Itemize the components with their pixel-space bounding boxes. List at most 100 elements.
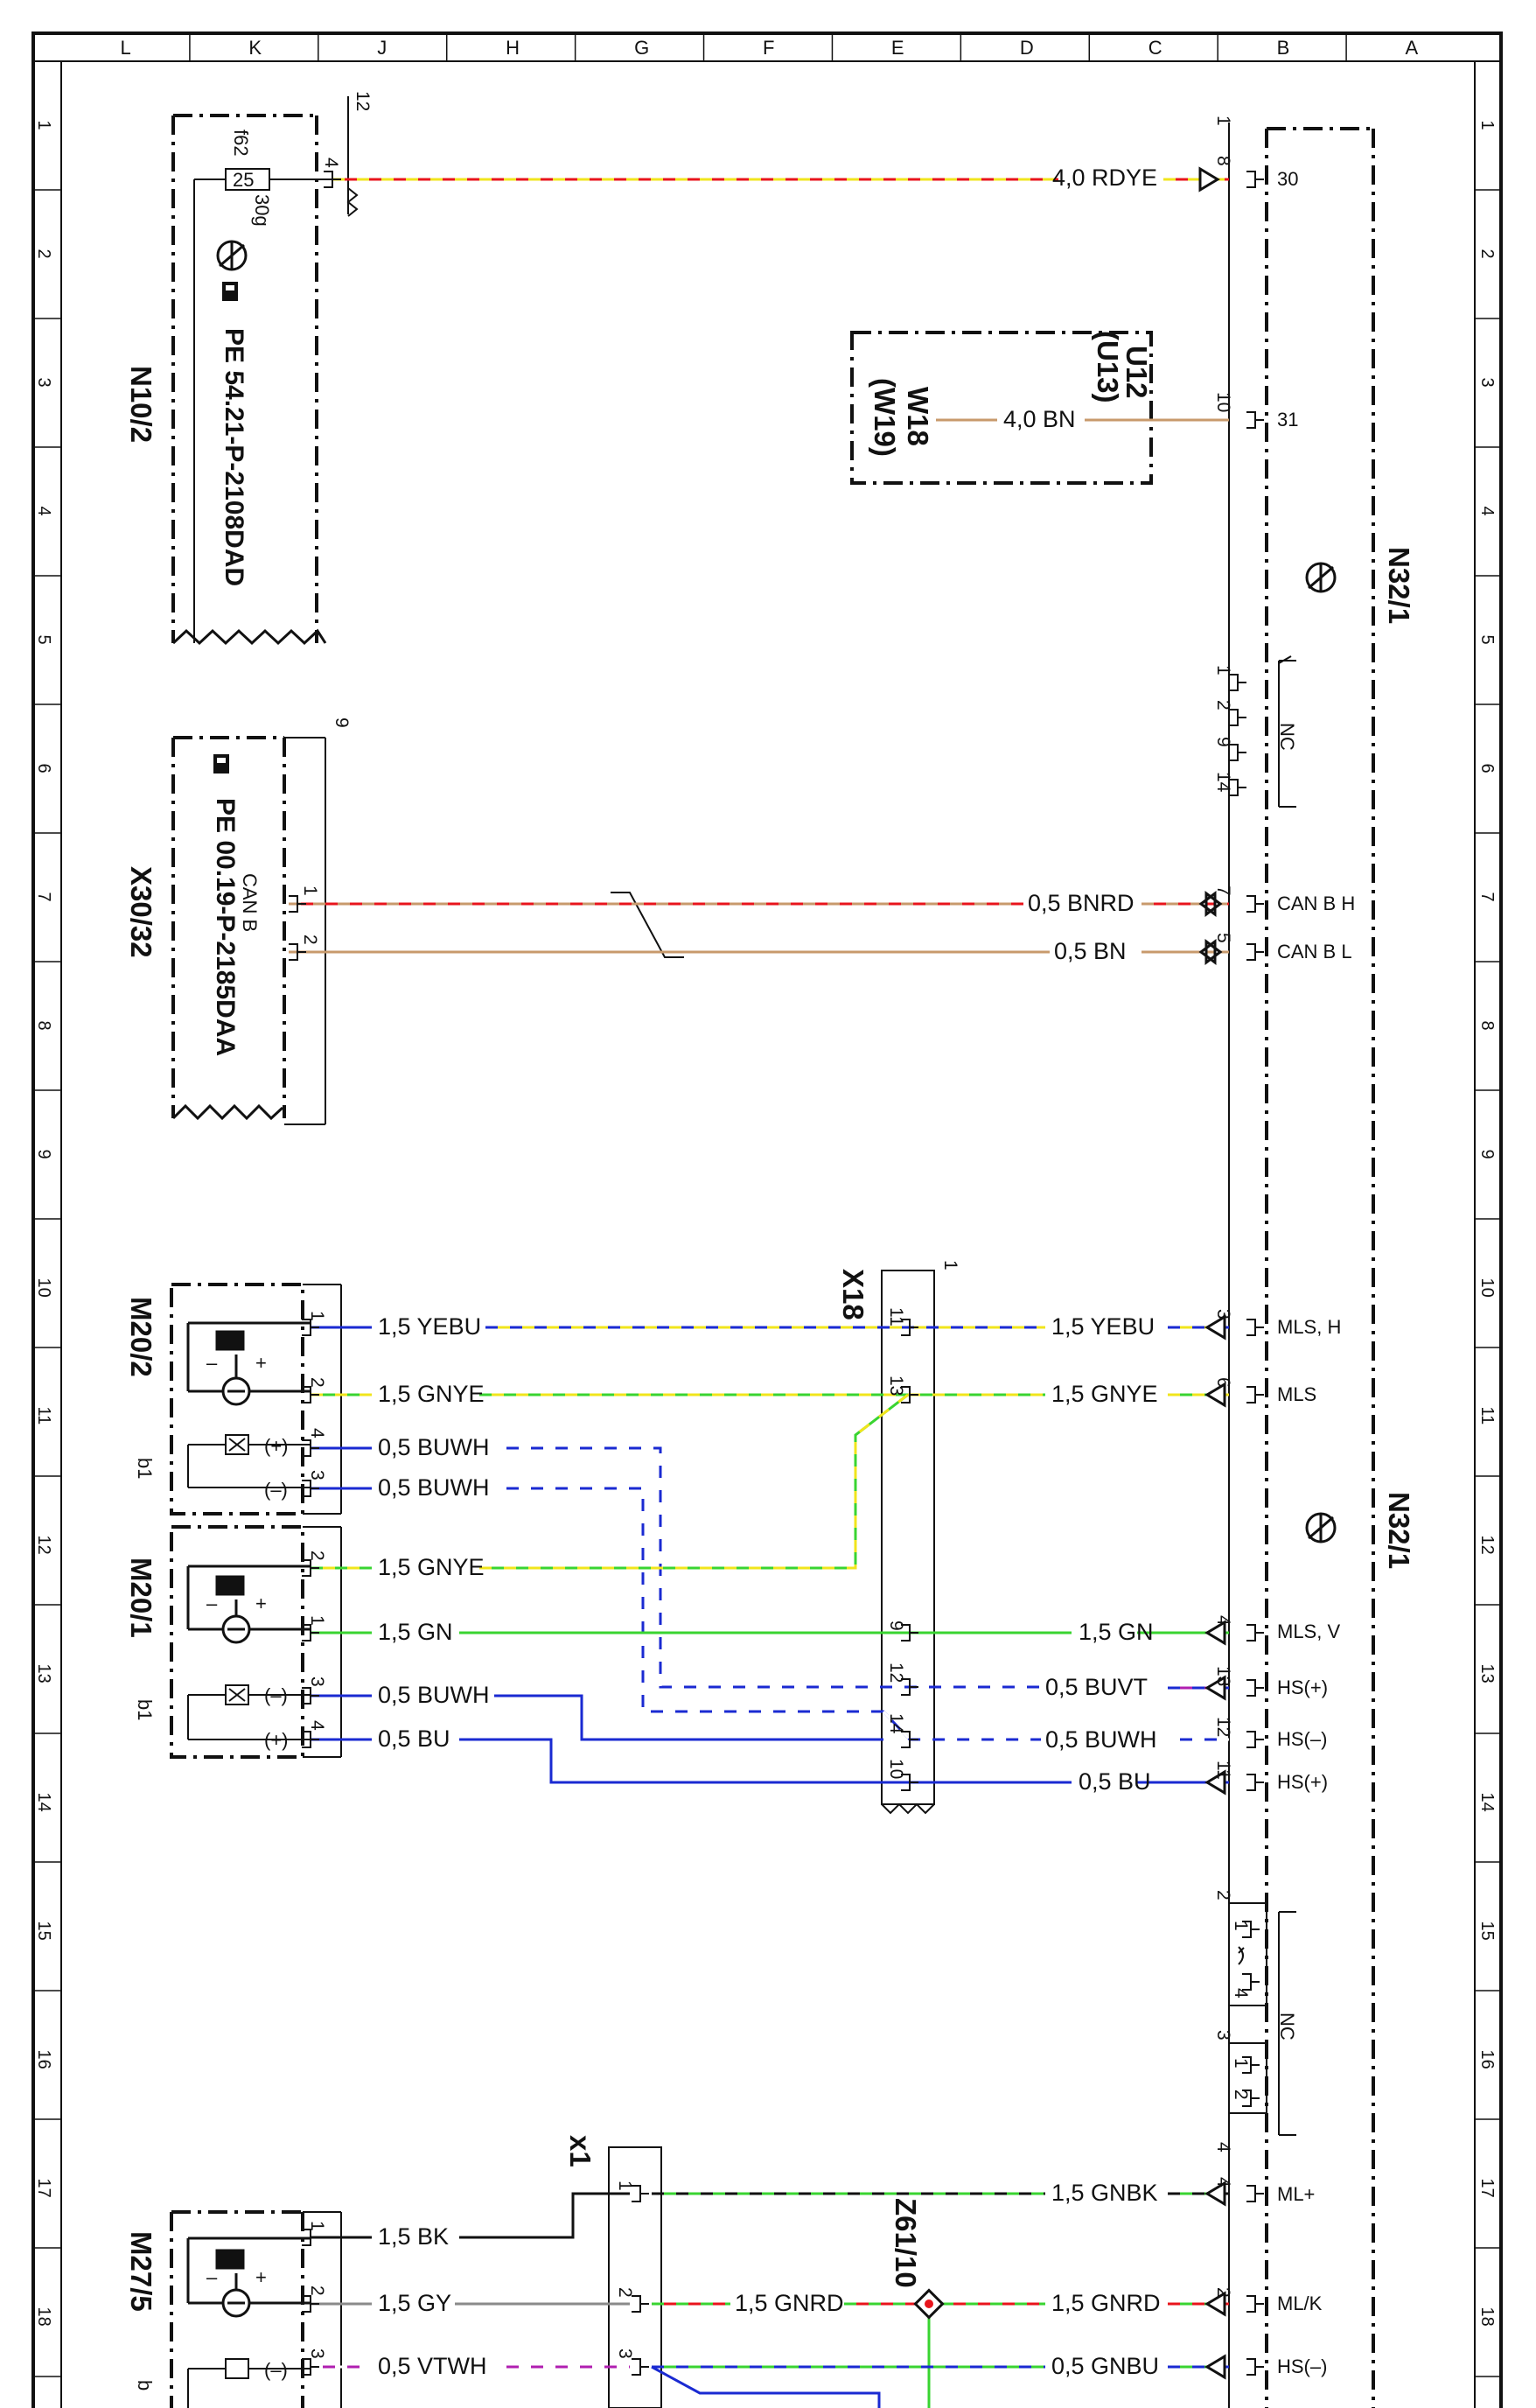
w18-label: W18 <box>902 387 934 446</box>
row-label-left: 10 <box>34 1278 53 1298</box>
zone-label: E <box>891 37 904 59</box>
x1-label: x1 <box>564 2135 597 2167</box>
arrow-30 <box>1198 166 1220 192</box>
wire-label-bu-left: 0,5 BU <box>378 1726 450 1752</box>
splice-z61-10[interactable] <box>913 2288 945 2320</box>
nc-box-2 <box>1228 2042 1267 2114</box>
pin-number-p10: 10 <box>1213 392 1233 412</box>
row-label-right: 18 <box>1477 2307 1497 2327</box>
wire-buwh1 <box>494 1446 1045 1689</box>
n32-1-label-top: N32/1 <box>1383 547 1415 624</box>
wire-label-gnye-3: 1,5 GNYE <box>378 1554 485 1580</box>
pin-number-nc2b: 2 <box>1231 2090 1251 2100</box>
zone-label: A <box>1406 37 1419 59</box>
wire-label-bn40: 4,0 BN <box>1003 406 1076 432</box>
row-label-left: 5 <box>34 635 53 645</box>
x30-32-doc-ref[interactable]: PE 00.19-P-2185DAA <box>211 798 240 1056</box>
w19-label: (W19) <box>869 378 901 457</box>
zone-label: C <box>1149 37 1162 59</box>
pin-number-m1_1: 1 <box>307 1615 327 1626</box>
row-label-left: 1 <box>34 121 53 130</box>
n32-pin-stub-0 <box>1246 171 1264 188</box>
pin-number-x18_14: 14 <box>886 1713 906 1734</box>
pin-number-m2_2: 2 <box>307 1377 327 1388</box>
row-label-left: 3 <box>34 378 53 388</box>
m20-1-box[interactable] <box>170 1525 304 1759</box>
pin-number-p1a: 1 <box>1213 665 1233 676</box>
row-label-right: 4 <box>1477 507 1497 516</box>
row-grid-ticks <box>33 189 1501 2377</box>
minus-m20-1: – <box>206 1592 218 1614</box>
u12-box[interactable] <box>850 331 1153 485</box>
drawing-frame <box>31 32 1503 2408</box>
signal-ml-k: ML/K <box>1277 2292 1323 2314</box>
nc-stub-1 <box>1229 674 1246 691</box>
m20-2-pin-stub-2 <box>302 1439 319 1457</box>
x30-pin-stub-2 <box>289 943 306 961</box>
wire-label-buwh-right: 0,5 BUWH <box>1045 1726 1157 1753</box>
fuse-rating: 25 <box>233 169 254 191</box>
minus-m20-2: – <box>206 1352 218 1374</box>
signal-hs-minus: HS(–) <box>1277 1728 1327 1750</box>
row-label-right: 13 <box>1477 1664 1497 1684</box>
row-label-left: 9 <box>34 1150 53 1159</box>
x18-pin-stub-1 <box>901 1386 918 1404</box>
fuse-name: f62 <box>230 130 252 157</box>
m27-5-pin-stub-0 <box>302 2229 319 2246</box>
arrow-into-n32-6 <box>1204 2291 1226 2317</box>
wire-blue-bottom <box>651 2365 881 2408</box>
pin-number-n_2b: 2 <box>1213 2287 1233 2298</box>
fuse-f62[interactable] <box>193 168 332 643</box>
n10-pin-stub <box>324 171 341 188</box>
wire-label-yebu-right: 1,5 YEBU <box>1051 1313 1155 1340</box>
m20-2-box[interactable] <box>170 1283 304 1516</box>
arrow-into-n32-2 <box>1204 1620 1226 1646</box>
zone-label: L <box>120 37 130 59</box>
pin-number-nc4: 4 <box>1231 1988 1251 1998</box>
pin-number-x1_1: 1 <box>615 2180 635 2191</box>
x18-connector[interactable] <box>881 1270 935 1805</box>
ground-icon-bottom <box>1305 1512 1337 1544</box>
wire-gnye3 <box>479 1393 909 1570</box>
nc-stub-8 <box>1242 2090 1260 2107</box>
n10-2-box[interactable] <box>171 114 318 643</box>
wire-label-buwh-1: 0,5 BUWH <box>378 1434 490 1460</box>
row-label-left: 8 <box>34 1021 53 1031</box>
row-label-left: 6 <box>34 764 53 774</box>
z61-10-label: Z61/10 <box>890 2198 922 2288</box>
row-label-right: 12 <box>1477 1536 1497 1555</box>
x18-index: 1 <box>940 1260 960 1270</box>
row-label-right: 5 <box>1477 635 1497 645</box>
pin-number-nc1b: 1 <box>1231 2058 1251 2068</box>
row-label-left: 15 <box>34 1922 53 1941</box>
pin-number-m1_2: 2 <box>307 1550 327 1561</box>
nc-stub-6 <box>1242 1973 1260 1991</box>
wire-label-yebu-left: 1,5 YEBU <box>378 1313 481 1340</box>
x30-32-box[interactable] <box>171 736 286 1118</box>
wire-label-gnye-left: 1,5 GNYE <box>378 1381 485 1407</box>
nc-label-top: NC <box>1276 723 1298 751</box>
x1-connector[interactable] <box>608 2146 662 2408</box>
wire-bu <box>459 1738 1072 1784</box>
nc-index-4: 4 <box>1213 2142 1233 2152</box>
signal-mls-v: MLS, V <box>1277 1620 1340 1642</box>
nc-index-3: 3 <box>1213 2030 1233 2040</box>
row-label-right: 17 <box>1477 2179 1497 2198</box>
wire-label-gnbu: 0,5 GNBU <box>1051 2353 1159 2379</box>
m20-1-pin-stub-0 <box>302 1559 319 1577</box>
m20-1-pin-stub-3 <box>302 1731 319 1748</box>
ground-icon-top <box>1305 562 1337 593</box>
pin-number-x18_9: 9 <box>886 1620 906 1631</box>
n32-1-module[interactable] <box>1228 122 1375 2408</box>
x18-pin-stub-4 <box>901 1731 918 1748</box>
n10-2-doc-ref[interactable]: PE 54.21-P-2108DAD <box>220 328 248 586</box>
row-label-right: 7 <box>1477 892 1497 902</box>
m20-1-label: M20/1 <box>125 1558 157 1638</box>
wire-layer <box>289 166 1264 2408</box>
pin-number-p7: 7 <box>1213 886 1233 896</box>
wire-label-bk: 1,5 BK <box>378 2223 449 2250</box>
ground-icon-n10 <box>216 240 248 271</box>
pin-number-m27_3: 3 <box>307 2348 327 2359</box>
m20-1-pin-stub-1 <box>302 1624 319 1642</box>
